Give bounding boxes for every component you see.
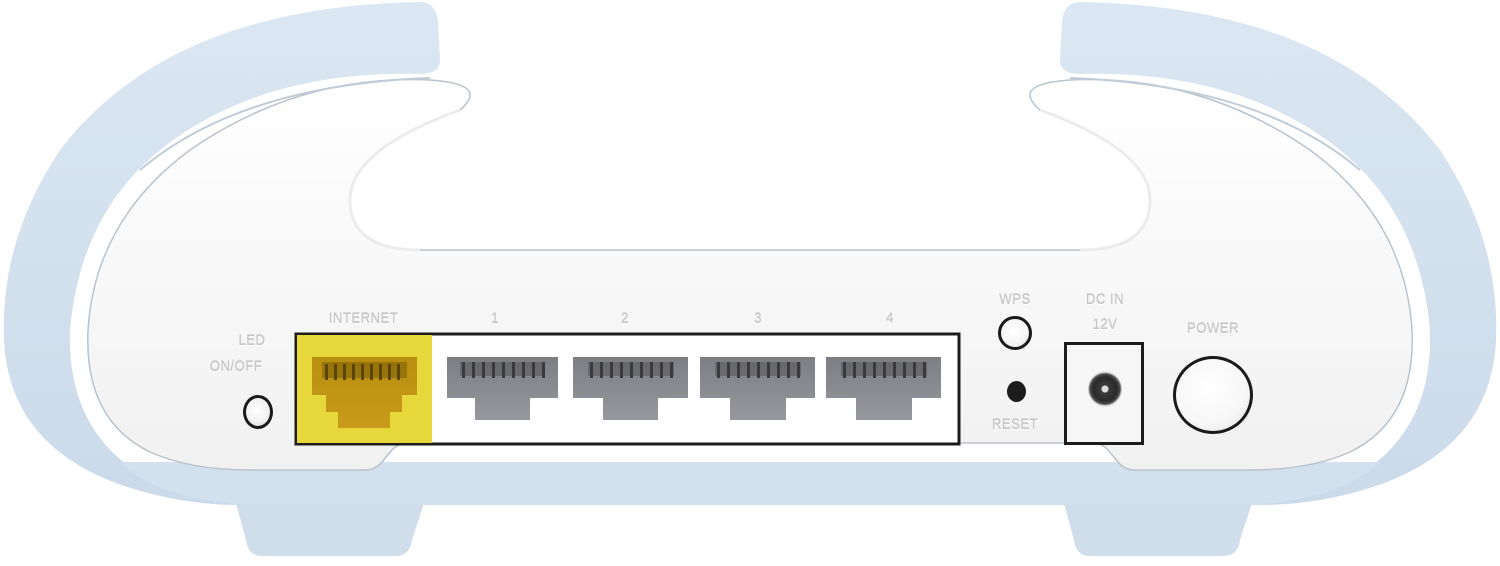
led-toggle-button[interactable] [243,395,273,429]
led-label-line1: LED [238,332,266,349]
lan-port-4[interactable] [826,357,941,438]
reset-label: RESET [991,416,1039,433]
internet-port[interactable] [297,335,432,443]
lan2-label: 2 [621,310,629,327]
lan-port-1[interactable] [447,357,558,438]
cutout-shade-right [1039,108,1152,252]
lan1-label: 1 [491,310,499,327]
lan4-label: 4 [886,310,894,327]
dc-power-jack[interactable] [1088,371,1122,407]
power-label: POWER [1186,320,1240,337]
left-foot [235,500,425,556]
dcin-label-line2: 12V [1092,316,1118,333]
dcin-label-line1: DC IN [1085,291,1125,308]
lan-port-2[interactable] [573,357,688,438]
internet-label: INTERNET [328,310,399,327]
wps-label: WPS [999,291,1031,308]
bottom-band [120,462,1380,505]
lan-port-3[interactable] [700,357,815,438]
cutout-shade [348,108,461,252]
power-button[interactable] [1173,356,1253,434]
led-label-line2: ON/OFF [209,358,263,375]
lan3-label: 3 [754,310,762,327]
reset-pinhole-button[interactable] [1007,381,1026,402]
right-foot [1063,500,1253,556]
wps-button[interactable] [998,316,1032,350]
